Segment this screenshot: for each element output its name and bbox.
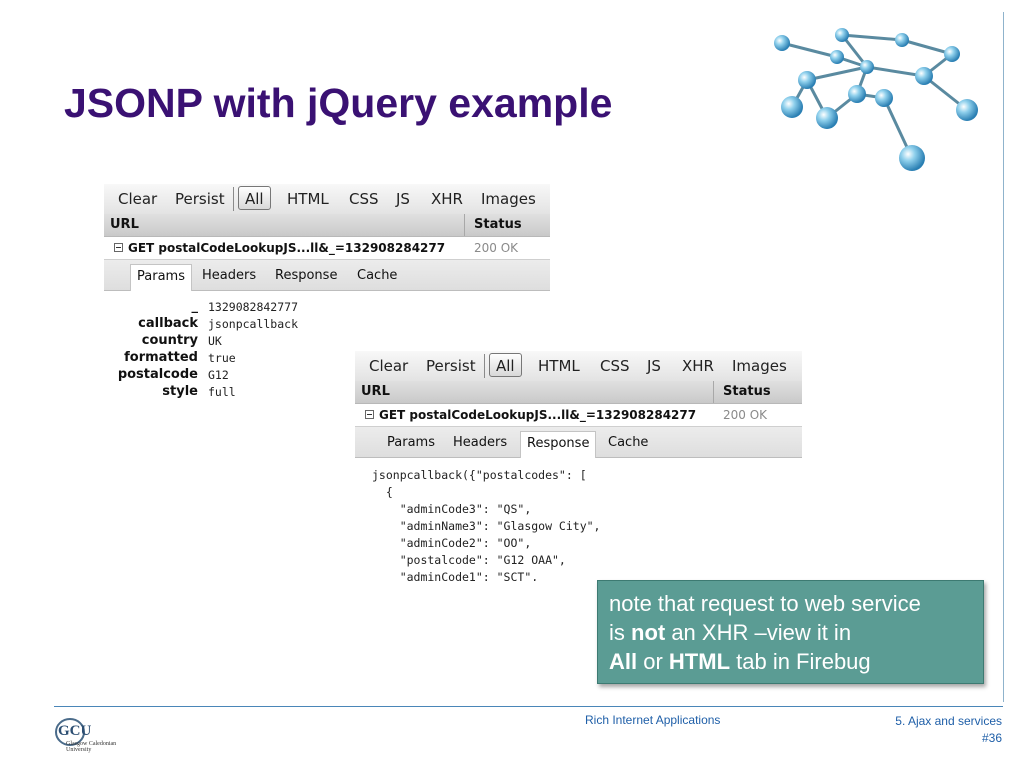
filter-all-button[interactable]: All: [238, 186, 271, 210]
logo-text: GCU: [58, 723, 92, 739]
logo-subtitle: University: [66, 747, 92, 753]
param-key: callback: [138, 316, 198, 331]
firebug-panel-response: Clear Persist All HTML CSS JS XHR Images…: [355, 351, 802, 581]
note-emphasis: HTML: [668, 649, 731, 674]
request-url: GET postalCodeLookupJS...ll&_=1329082842…: [379, 408, 697, 422]
tab-headers[interactable]: Headers: [453, 435, 508, 450]
response-line: "adminCode1": "SCT",: [372, 570, 539, 581]
tab-response[interactable]: Response: [520, 431, 597, 459]
note-text: or: [637, 649, 669, 674]
gcu-logo-icon: [55, 718, 85, 746]
column-divider: [713, 381, 714, 403]
tab-headers[interactable]: Headers: [202, 268, 257, 283]
gcu-logo: GCU Glasgow Caledonian University: [54, 715, 134, 760]
status-column-header[interactable]: Status: [723, 384, 771, 399]
collapse-icon[interactable]: [365, 410, 374, 419]
param-value: G12: [208, 368, 229, 382]
column-divider: [464, 214, 465, 236]
collapse-icon[interactable]: [114, 243, 123, 252]
persist-button[interactable]: Persist: [175, 190, 225, 208]
request-detail-tabs: Params Headers Response Cache: [355, 426, 802, 459]
filter-images-button[interactable]: Images: [481, 190, 536, 208]
tab-response[interactable]: Response: [275, 268, 338, 283]
response-line: "postalcode": "G12 OAA",: [372, 553, 566, 567]
filter-all-button[interactable]: All: [489, 353, 522, 377]
footer-course-title: Rich Internet Applications: [585, 713, 721, 727]
molecule-graphic-icon: [774, 28, 978, 171]
note-text: is: [609, 620, 631, 645]
tab-params[interactable]: Params: [130, 264, 192, 292]
param-key: style: [162, 384, 198, 399]
tab-params[interactable]: Params: [387, 435, 435, 450]
response-line: {: [372, 485, 393, 499]
filter-html-button[interactable]: HTML: [538, 357, 580, 375]
url-column-header[interactable]: URL: [361, 384, 390, 399]
clear-button[interactable]: Clear: [118, 190, 158, 208]
param-key: _: [191, 299, 199, 314]
note-line-3: All or HTML tab in Firebug: [609, 647, 983, 676]
filter-js-button[interactable]: JS: [647, 357, 661, 375]
request-row[interactable]: GET postalCodeLookupJS...ll&_=1329082842…: [355, 404, 802, 426]
tab-cache[interactable]: Cache: [357, 268, 398, 283]
param-value: jsonpcallback: [208, 317, 299, 331]
param-value: 1329082842777: [208, 300, 299, 314]
response-line: "adminName3": "Glasgow City",: [372, 519, 601, 533]
filter-xhr-button[interactable]: XHR: [431, 190, 463, 208]
request-url: GET postalCodeLookupJS...ll&_=1329082842…: [128, 241, 446, 255]
request-row[interactable]: GET postalCodeLookupJS...ll&_=1329082842…: [104, 237, 550, 259]
toolbar-separator: [233, 187, 234, 211]
param-value: full: [208, 385, 236, 399]
persist-button[interactable]: Persist: [426, 357, 476, 375]
note-line-2: is not an XHR –view it in: [609, 618, 983, 647]
filter-css-button[interactable]: CSS: [600, 357, 630, 375]
response-line: "adminCode2": "OO",: [372, 536, 532, 550]
response-line: jsonpcallback({"postalcodes": [: [372, 468, 587, 482]
footer-rule: [54, 706, 1003, 707]
filter-js-button[interactable]: JS: [396, 190, 410, 208]
net-toolbar: Clear Persist All HTML CSS JS XHR Images: [355, 351, 802, 381]
response-line: "adminCode3": "QS",: [372, 502, 532, 516]
filter-xhr-button[interactable]: XHR: [682, 357, 714, 375]
net-toolbar: Clear Persist All HTML CSS JS XHR Images: [104, 184, 550, 214]
param-key: country: [141, 333, 198, 348]
slide-title: JSONP with jQuery example: [64, 80, 613, 126]
callout-note: note that request to web service is not …: [597, 580, 984, 684]
filter-images-button[interactable]: Images: [732, 357, 787, 375]
tab-cache[interactable]: Cache: [608, 435, 649, 450]
clear-button[interactable]: Clear: [369, 357, 409, 375]
note-line-1: note that request to web service: [609, 591, 921, 616]
note-text: an XHR –view it in: [665, 620, 852, 645]
note-text: tab in Firebug: [730, 649, 871, 674]
status-column-header[interactable]: Status: [474, 217, 522, 232]
request-status: 200 OK: [474, 241, 519, 255]
param-value: UK: [208, 334, 222, 348]
footer-section-info: 5. Ajax and services #36: [895, 713, 1002, 747]
request-status: 200 OK: [723, 408, 768, 422]
toolbar-separator: [484, 354, 485, 378]
note-emphasis: not: [631, 620, 666, 645]
param-value: true: [208, 351, 236, 365]
firebug-panel-params: Clear Persist All HTML CSS JS XHR Images…: [104, 184, 550, 410]
footer-slide-number: #36: [981, 731, 1002, 745]
response-body: jsonpcallback({"postalcodes": [ { "admin…: [355, 458, 802, 581]
filter-html-button[interactable]: HTML: [287, 190, 329, 208]
url-column-header[interactable]: URL: [110, 217, 139, 232]
param-key: postalcode: [117, 367, 198, 382]
request-detail-tabs: Params Headers Response Cache: [104, 259, 550, 292]
filter-css-button[interactable]: CSS: [349, 190, 379, 208]
logo-subtitle: Glasgow Caledonian: [66, 741, 117, 747]
note-emphasis: All: [609, 649, 638, 674]
footer-section-title: 5. Ajax and services: [895, 714, 1002, 728]
request-list-header: URL Status: [355, 381, 802, 404]
request-list-header: URL Status: [104, 214, 550, 237]
right-border-rule: [1003, 12, 1004, 702]
param-key: formatted: [124, 350, 198, 365]
